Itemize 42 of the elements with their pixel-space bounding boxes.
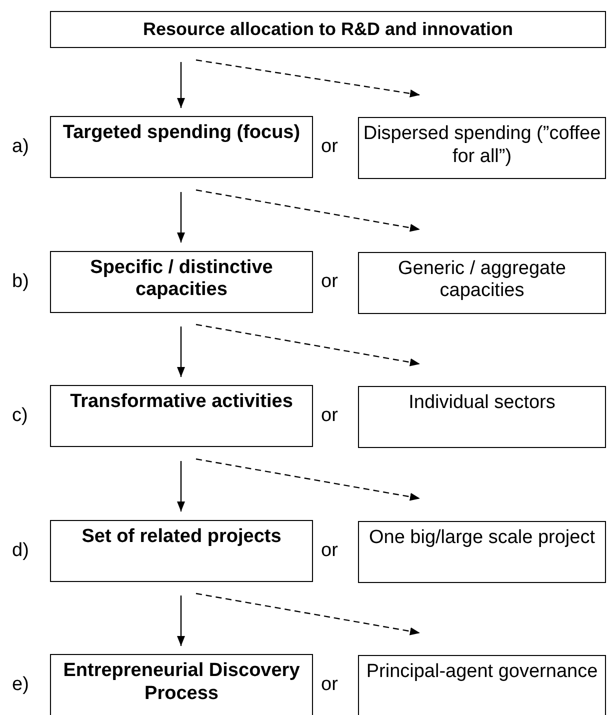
box-text: Targeted spending (focus) (62, 122, 302, 145)
box-text: One big/large scale project (368, 526, 596, 550)
box-text: Transformative activities (69, 391, 294, 414)
choice-box (50, 116, 313, 178)
box-text: Individual sectors (408, 392, 556, 415)
row-marker: e) (12, 674, 29, 696)
box-text: Principal-agent governance (365, 661, 599, 684)
box-text: Dispersed spending (”coffee for all”) (362, 123, 602, 169)
arrow (177, 596, 185, 646)
arrow (177, 461, 185, 512)
connector-word: or (321, 540, 338, 562)
connector-word: or (321, 405, 338, 427)
arrow (177, 62, 185, 108)
box-text: Generic / aggregate capacities (397, 258, 567, 304)
heading-box (50, 11, 606, 48)
dashed-arrow (196, 592, 420, 636)
alternative-box (358, 520, 606, 582)
connector-word: or (321, 270, 338, 292)
choice-box (50, 520, 313, 582)
arrow (177, 326, 185, 377)
choice-box (50, 385, 313, 447)
connector-word: or (321, 674, 338, 696)
row-marker: a) (12, 136, 29, 158)
dashed-arrow (196, 59, 420, 98)
choice-box (50, 250, 313, 312)
choice-box (50, 654, 313, 715)
box-text: Specific / distinctive capacities (89, 256, 274, 302)
row-marker: b) (12, 270, 29, 292)
row-marker: c) (12, 405, 28, 427)
dashed-arrow (196, 458, 420, 501)
alternative-box (358, 386, 606, 448)
row-marker: d) (12, 540, 29, 562)
dashed-arrow (196, 189, 420, 232)
box-text: Resource allocation to R&D and innovation (142, 19, 514, 41)
connector-word: or (321, 136, 338, 158)
box-text: Set of related projects (80, 526, 282, 548)
alternative-box (358, 655, 606, 715)
box-text: Entrepreneurial Discovery Process (62, 660, 301, 706)
dashed-arrow (196, 324, 420, 366)
arrow (177, 192, 185, 242)
alternative-box (358, 117, 606, 179)
alternative-box (358, 252, 606, 314)
